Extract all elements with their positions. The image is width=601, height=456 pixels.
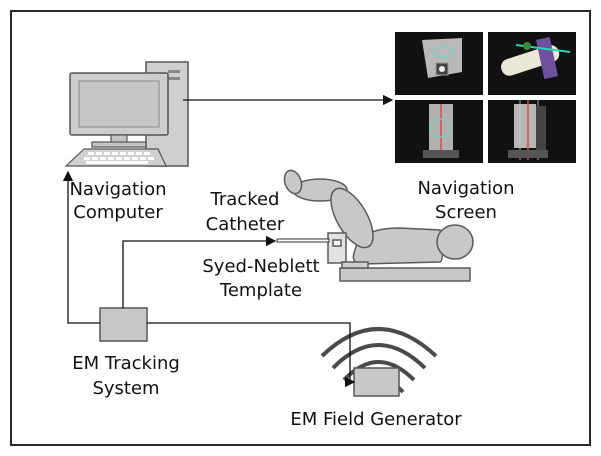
tracking-to-generator-arrow: [147, 322, 356, 388]
syed-neblett-template-label-line1: Syed-Neblett: [202, 256, 319, 277]
navigation-computer-label-line1: Navigation: [69, 179, 166, 200]
em-field-generator-box: [353, 367, 400, 397]
tracked-catheter: [276, 238, 330, 243]
syed-neblett-template: [327, 232, 369, 269]
em-tracking-system-box: [99, 307, 148, 342]
screen-panel-bottom-right: [488, 100, 576, 163]
em-tracking-system-label-line1: EM Tracking: [72, 353, 180, 374]
diagram-labels: Navigation Computer Tracked Catheter Sye…: [69, 178, 514, 430]
desktop-computer-icon: [64, 61, 189, 167]
tracking-to-computer-arrow: [62, 170, 100, 324]
screen-panel-bottom-left: [395, 100, 483, 163]
connection-lines: [62, 94, 394, 388]
tracked-catheter-label-line2: Catheter: [206, 214, 285, 235]
em-tracking-system-label-line2: System: [92, 378, 159, 399]
catheter-to-tracking-arrow: [122, 235, 277, 308]
screen-panel-top-right: [488, 32, 576, 95]
syed-neblett-template-label-line2: Template: [219, 280, 302, 301]
navigation-screen-label-line1: Navigation: [417, 178, 514, 199]
em-field-generator-label: EM Field Generator: [290, 409, 462, 430]
tracked-catheter-label-line1: Tracked: [210, 189, 280, 210]
diagram-frame: [10, 10, 591, 446]
navigation-screen-grid: [395, 32, 576, 163]
patient-illustration: [283, 169, 474, 282]
navigation-computer-label-line2: Computer: [73, 202, 163, 223]
navigation-screen-label-line2: Screen: [435, 202, 497, 223]
screen-panel-top-left: [395, 32, 483, 95]
